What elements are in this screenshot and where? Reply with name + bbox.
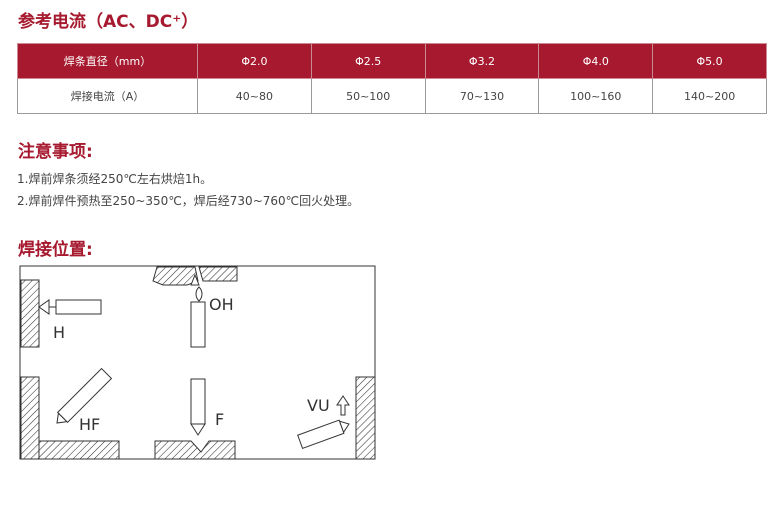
label-h: H	[53, 323, 65, 342]
horizontal-fillet-position-figure: HF	[20, 367, 120, 460]
overhead-position-figure: OH	[152, 266, 238, 348]
table-header-cell: Φ4.0	[538, 43, 654, 79]
table-cell: 40~80	[197, 78, 312, 114]
table-header-cell: Φ2.0	[197, 43, 312, 79]
table-header-cell: Φ5.0	[652, 43, 767, 79]
table-cell: 140~200	[652, 78, 767, 114]
list-item: 1.焊前焊条须经250℃左右烘焙1h。	[17, 172, 213, 186]
label-vu: VU	[307, 396, 330, 415]
table-header-cell: 焊条直径（mm）	[17, 43, 198, 79]
label-hf: HF	[79, 415, 100, 434]
table-row: 焊接电流（A） 40~80 50~100 70~130 100~160 140~…	[17, 78, 767, 114]
flat-position-figure: F	[154, 378, 236, 460]
table-cell: 70~130	[424, 78, 540, 114]
notes-list: 1.焊前焊条须经250℃左右烘焙1h。 2.焊前焊件预热至250~350℃，焊后…	[17, 168, 359, 212]
table-header-cell: Φ3.2	[424, 43, 540, 79]
horizontal-position-figure: H	[20, 279, 102, 348]
vertical-up-position-figure: VU	[297, 376, 376, 460]
notes-heading: 注意事项:	[18, 142, 93, 162]
table-header-row: 焊条直径（mm） Φ2.0 Φ2.5 Φ3.2 Φ4.0 Φ5.0	[17, 43, 767, 79]
list-item: 2.焊前焊件预热至250~350℃，焊后经730~760℃回火处理。	[17, 194, 360, 208]
current-table: 焊条直径（mm） Φ2.0 Φ2.5 Φ3.2 Φ4.0 Φ5.0 焊接电流（A…	[17, 43, 767, 114]
label-oh: OH	[209, 295, 234, 314]
table-cell: 50~100	[310, 78, 426, 114]
table-cell: 100~160	[538, 78, 654, 114]
current-heading: 参考电流（AC、DC⁺）	[18, 12, 199, 32]
welding-positions-diagram: H OH HF F VU	[19, 265, 376, 460]
table-header-cell: Φ2.5	[310, 43, 426, 79]
label-f: F	[215, 410, 224, 429]
positions-heading: 焊接位置:	[18, 240, 93, 260]
table-cell: 焊接电流（A）	[17, 78, 198, 114]
up-arrow-icon	[336, 395, 350, 416]
